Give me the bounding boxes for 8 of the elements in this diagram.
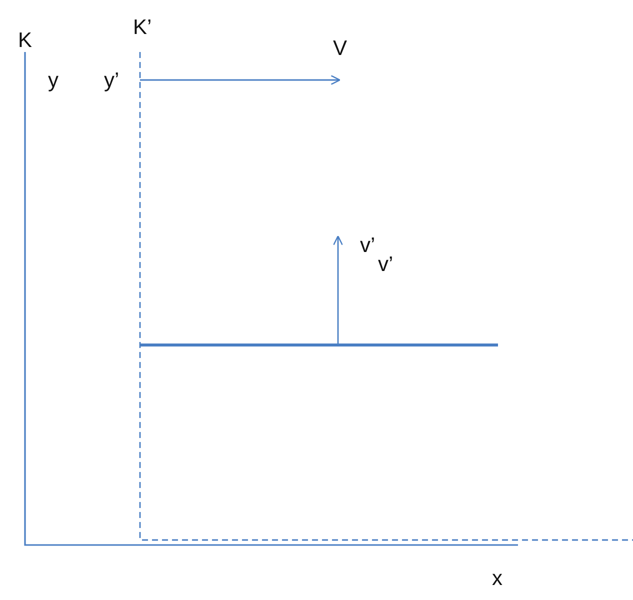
- velocity-label: V: [333, 38, 348, 59]
- axis-label: y’: [104, 70, 120, 91]
- axis-label: K: [18, 30, 32, 51]
- velocity-label: v’: [378, 254, 394, 275]
- axis-label: K’: [133, 17, 152, 38]
- velocity-label: v’: [360, 235, 376, 256]
- axis-label: x: [492, 568, 502, 589]
- axis-label: y: [48, 70, 58, 91]
